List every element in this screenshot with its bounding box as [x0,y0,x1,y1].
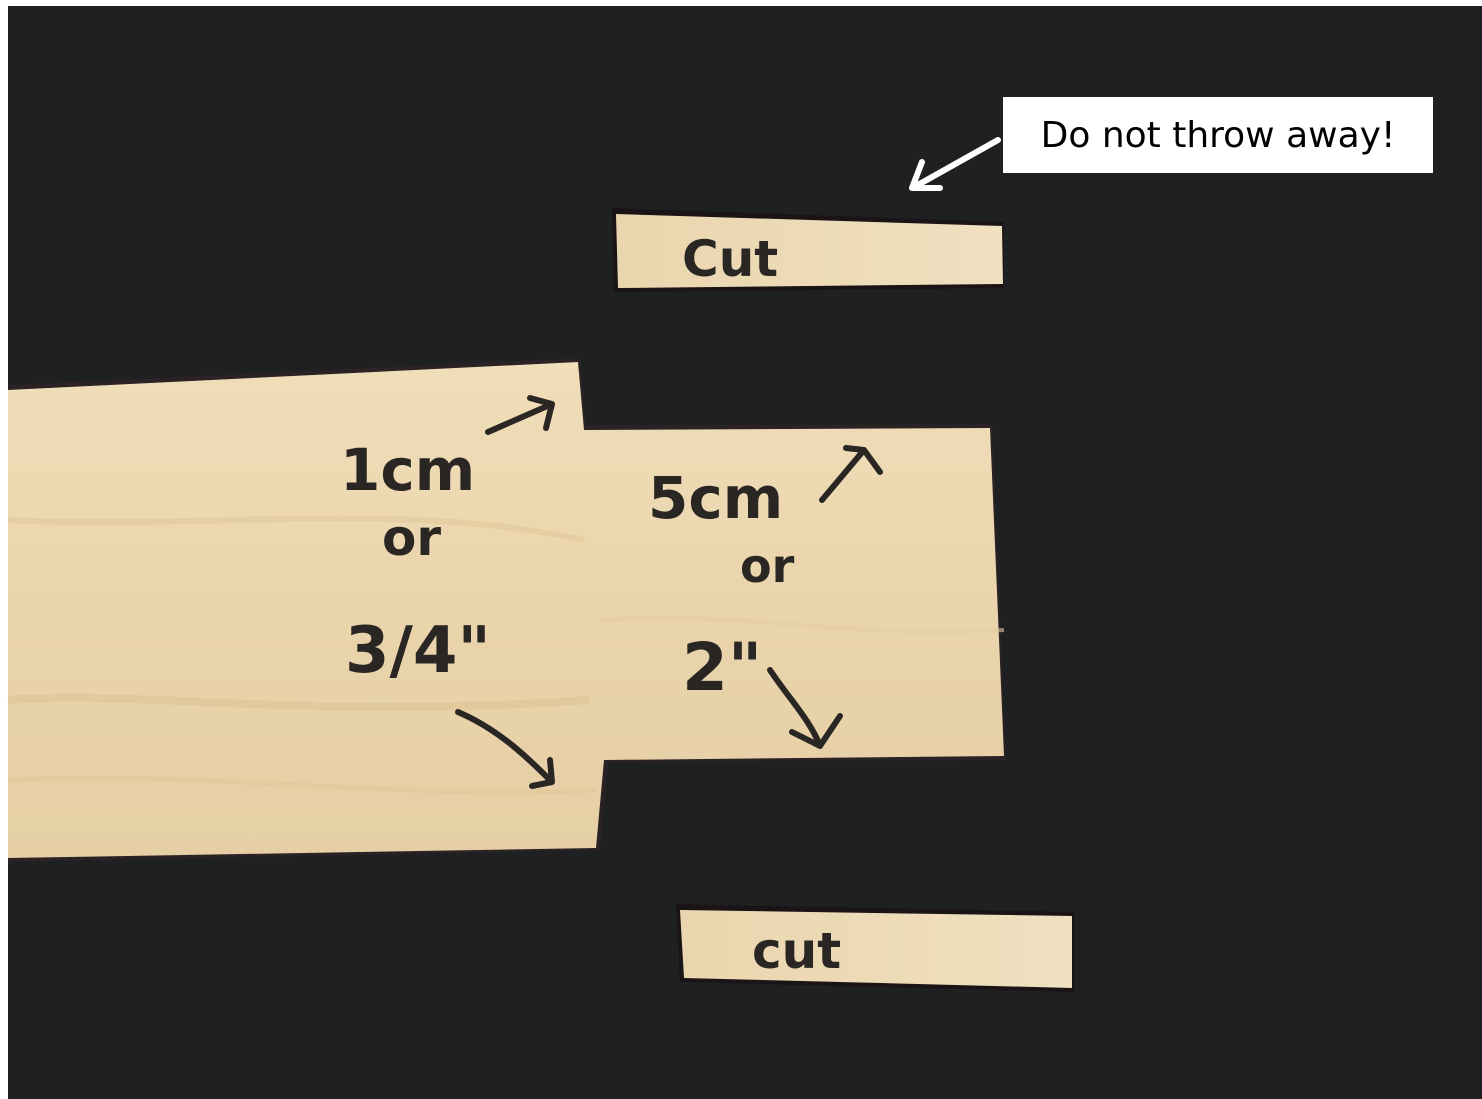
top-cut-piece: Cut [612,208,1004,292]
callout-arrow-icon [909,137,1001,191]
do-not-throw-away-callout: Do not throw away! [1003,97,1433,173]
left-measure-line3: 3/4" [345,614,491,688]
top-piece-label: Cut [682,230,778,288]
right-measure-line3: 2" [682,629,762,706]
arrow-down-icon [767,667,843,749]
bottom-cut-piece: cut [676,904,1074,992]
left-measure-line1: 1cm [340,436,475,504]
right-measure-line2: or [740,539,795,593]
arrow-up-right-icon [485,395,555,435]
left-measure-line2: or [382,509,441,567]
arrow-down-right-icon [455,709,555,789]
arrow-up-right-icon [819,445,883,503]
bottom-piece-label: cut [752,922,841,980]
right-measure-line1: 5cm [648,464,783,532]
main-wood-stick: 1cm or 3/4" 5cm or 2" [7,358,1006,862]
